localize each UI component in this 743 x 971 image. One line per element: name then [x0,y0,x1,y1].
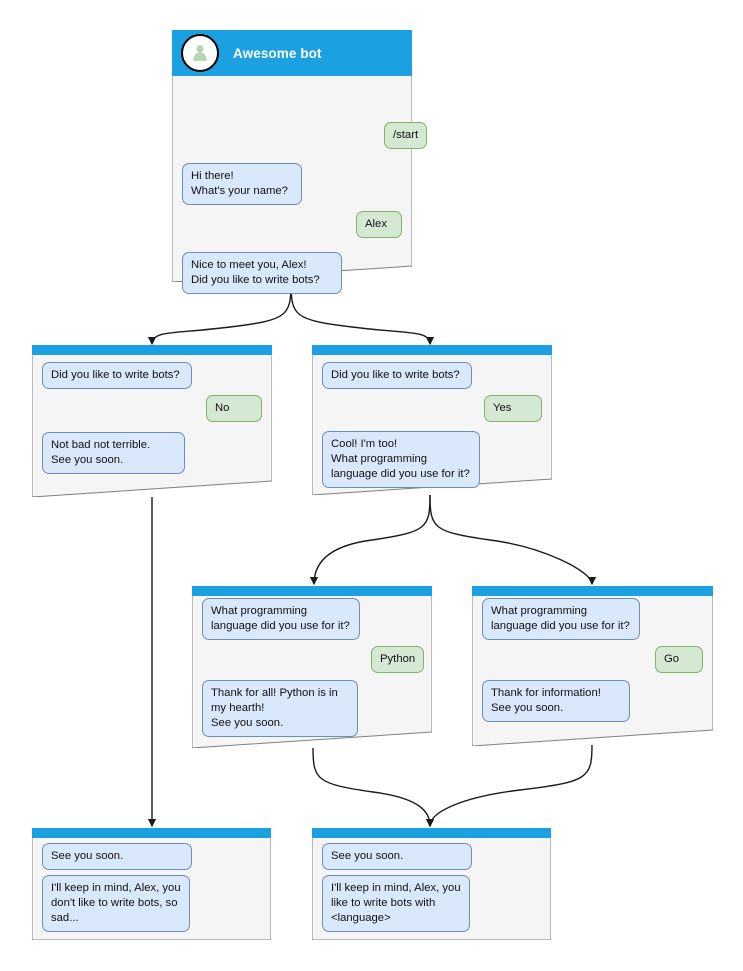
person-avatar-icon [181,34,219,72]
card-no-branch[interactable]: Did you like to write bots? No Not bad n… [32,345,272,497]
message-bubble-bot: Cool! I'm too! What programming language… [322,431,480,488]
card-root-shape [172,30,412,282]
message-bubble-bot: I'll keep in mind, Alex, you don't like … [42,875,190,932]
edge-yes-to-go [429,494,597,586]
card-yes-branch[interactable]: Did you like to write bots? Yes Cool! I'… [312,345,552,495]
message-bubble-user: Go [655,646,703,673]
message-bubble-bot: Thank for all! Python is in my hearth! S… [202,680,358,737]
bot-header-bar: Awesome bot [172,30,412,76]
message-bubble-bot: See you soon. [42,843,192,870]
message-bubble-bot: See you soon. [322,843,472,870]
card-end-sad[interactable]: See you soon. I'll keep in mind, Alex, y… [32,828,271,940]
message-bubble-user: Python [371,646,425,673]
message-bubble-user: Alex [356,211,402,238]
edge-go-to-end-happy [425,744,593,828]
message-bubble-bot: Hi there! What's your name? [182,163,302,205]
message-bubble-user: /start [384,122,428,149]
message-bubble-bot: What programming language did you use fo… [482,598,640,640]
message-bubble-user: No [206,395,262,422]
message-bubble-bot: I'll keep in mind, Alex, you like to wri… [322,875,470,932]
card-root[interactable]: Awesome bot /start Hi there! What's your… [172,30,428,294]
message-bubble-bot: Not bad not terrible. See you soon. [42,432,185,474]
card-go-branch[interactable]: What programming language did you use fo… [472,586,713,746]
message-bubble-bot: Did you like to write bots? [322,362,472,389]
message-bubble-bot: Thank for information! See you soon. [482,680,630,722]
message-bubble-bot: Nice to meet you, Alex! Did you like to … [182,252,342,294]
edge-python-to-end-happy [312,747,435,828]
message-bubble-user: Yes [484,395,542,422]
message-bubble-bot: Did you like to write bots? [42,362,192,389]
card-end-happy[interactable]: See you soon. I'll keep in mind, Alex, y… [312,828,551,940]
bot-name-label: Awesome bot [233,45,322,61]
card-python-branch[interactable]: What programming language did you use fo… [192,586,432,748]
edge-yes-to-python [309,494,431,586]
message-bubble-bot: What programming language did you use fo… [202,598,360,640]
